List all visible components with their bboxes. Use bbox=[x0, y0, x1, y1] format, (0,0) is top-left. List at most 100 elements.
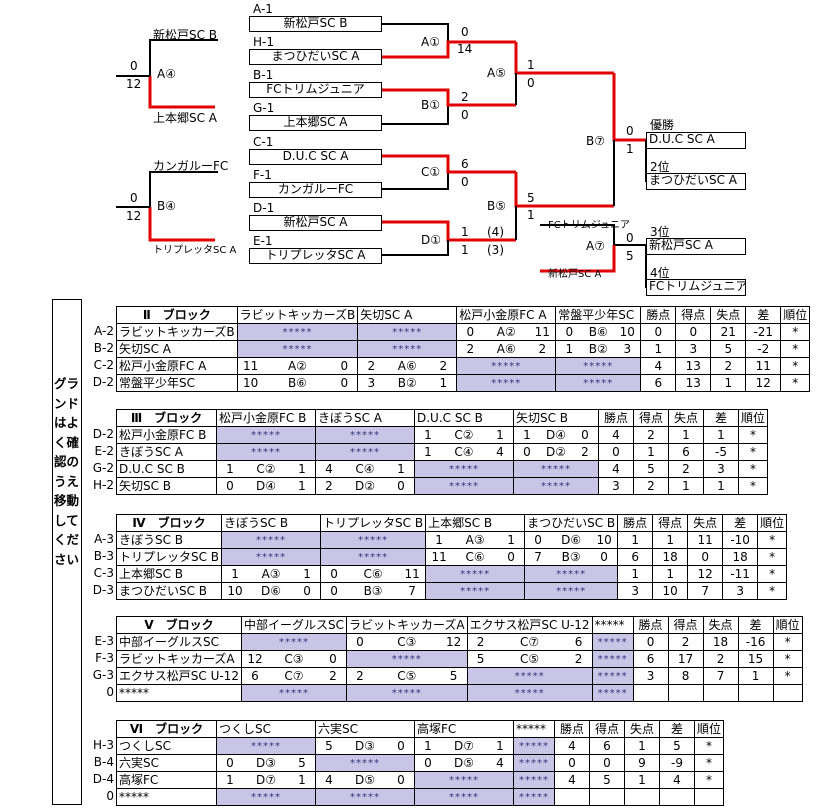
opponent-header: 松戸小金原FC B bbox=[216, 409, 316, 427]
match-code: C③ bbox=[397, 634, 417, 649]
stat-value: * bbox=[772, 633, 803, 651]
opponent-header: 松戸小金原FC A bbox=[456, 306, 557, 324]
score-home: 2 bbox=[367, 358, 376, 373]
row-code: D-2 bbox=[92, 427, 114, 441]
stat-value: 4 bbox=[598, 460, 634, 478]
final-label: B⑦ bbox=[586, 134, 605, 148]
stat-value: * bbox=[737, 443, 769, 461]
slot-code: A-1 bbox=[253, 2, 273, 16]
match-blank: ***** bbox=[425, 582, 526, 600]
slot-code: B-1 bbox=[253, 68, 274, 82]
stat-value: * bbox=[693, 754, 725, 772]
stat-value: 12 bbox=[745, 374, 782, 392]
result-2-team: まつひだいSC A bbox=[646, 173, 746, 190]
third-score-top: 0 bbox=[626, 231, 634, 245]
score-away: 10 bbox=[619, 324, 635, 339]
side-note: グランドはよく確認のうえ移動してください bbox=[53, 376, 79, 567]
stat-value: 7 bbox=[702, 667, 739, 685]
score-away: 0 bbox=[329, 651, 337, 666]
score-away: 1 bbox=[303, 566, 311, 581]
match-code: C② bbox=[256, 461, 276, 476]
score-away: 4 bbox=[496, 755, 504, 770]
result-4-team: FCトリムジュニア bbox=[646, 279, 746, 296]
team-name: ***** bbox=[116, 788, 217, 806]
stat-header: 得点 bbox=[652, 514, 689, 532]
score-home: 1 bbox=[424, 427, 432, 442]
score-home: 1 bbox=[565, 341, 574, 356]
slot-code: F-1 bbox=[253, 168, 272, 182]
match-code: B② bbox=[588, 341, 608, 356]
match-code: C③ bbox=[284, 651, 304, 666]
qf-a-score-bottom: 14 bbox=[457, 42, 473, 56]
score-away: 11 bbox=[534, 324, 550, 339]
stat-value: 11 bbox=[745, 357, 782, 375]
qf-d-pk-bottom: (3) bbox=[487, 243, 504, 257]
stat-value: * bbox=[737, 426, 769, 444]
prelim-b-bottom-team: トリプレッタSC A bbox=[153, 245, 237, 256]
stat-value: 18 bbox=[702, 633, 739, 651]
stat-value: * bbox=[693, 737, 725, 755]
team-name: 松戸小金原FC B bbox=[116, 426, 217, 444]
score-home: 7 bbox=[534, 549, 542, 564]
stat-value: -5 bbox=[703, 443, 739, 461]
match-blank: ***** bbox=[513, 460, 599, 478]
score-home: 1 bbox=[424, 444, 432, 459]
result-3-place: 3位 bbox=[650, 225, 670, 239]
match-blank: ***** bbox=[320, 548, 427, 566]
match-code: B⑥ bbox=[287, 375, 307, 390]
match-code: B⑥ bbox=[588, 324, 608, 339]
sf-b-score-bottom: 1 bbox=[527, 208, 535, 222]
opponent-header: ラビットキッカーズB bbox=[236, 306, 359, 324]
stat-header: 勝点 bbox=[554, 720, 590, 738]
stat-value: 2 bbox=[633, 477, 669, 495]
prelim-b-score-bottom: 12 bbox=[126, 209, 142, 223]
stat-value: * bbox=[757, 582, 788, 600]
prelim-a-bottom-team: 上本郷SC A bbox=[153, 111, 218, 125]
match-blank: ***** bbox=[345, 650, 468, 668]
prelim-a-score-top: 0 bbox=[130, 59, 138, 73]
score-away: 1 bbox=[507, 532, 515, 547]
score-away: 1 bbox=[496, 738, 504, 753]
team-name: トリプレッタSC B bbox=[115, 548, 223, 566]
stat-header: 勝点 bbox=[640, 306, 677, 324]
slot-code: G-1 bbox=[253, 101, 275, 115]
stat-value: 5 bbox=[633, 460, 669, 478]
stat-header: 得点 bbox=[589, 720, 625, 738]
stat-value: * bbox=[737, 477, 769, 495]
score-home: 0 bbox=[330, 583, 338, 598]
stat-value: 6 bbox=[632, 650, 669, 668]
match-blank: ***** bbox=[591, 633, 634, 651]
stat-value: * bbox=[757, 548, 788, 566]
qf-c-score-top: 6 bbox=[461, 157, 469, 171]
stat-value bbox=[737, 684, 774, 702]
stat-value: 10 bbox=[652, 582, 689, 600]
stat-value: 21 bbox=[710, 323, 747, 341]
stat-value: 6 bbox=[589, 737, 625, 755]
stat-header: 順位 bbox=[737, 409, 769, 427]
match-blank: ***** bbox=[240, 633, 347, 651]
score-home: 0 bbox=[226, 478, 234, 493]
score-away: 0 bbox=[303, 583, 311, 598]
stat-value: 8 bbox=[667, 667, 704, 685]
block-title: Ⅱ ブロック bbox=[116, 306, 238, 324]
row-code: H-2 bbox=[93, 478, 114, 492]
team-name: ラビットキッカーズA bbox=[116, 650, 242, 668]
stat-value: 3 bbox=[703, 460, 739, 478]
third-bottom-team: 新松戸SC A bbox=[548, 269, 602, 280]
stat-value: 1 bbox=[668, 426, 704, 444]
